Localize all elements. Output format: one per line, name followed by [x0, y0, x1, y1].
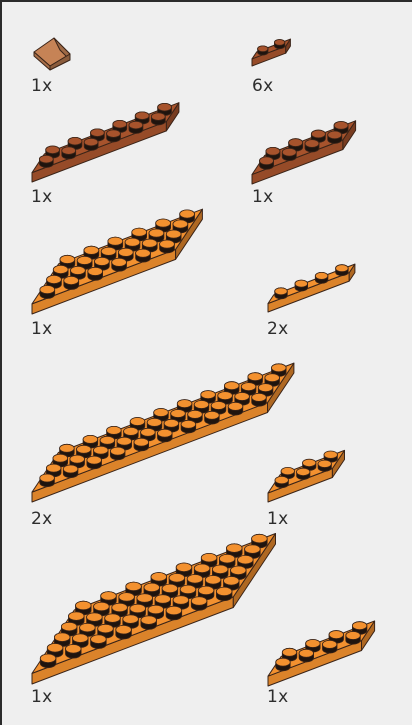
part-quantity: 1x [31, 76, 52, 96]
stud [252, 393, 267, 406]
stud [299, 649, 314, 662]
stud [62, 147, 76, 159]
stud [91, 635, 107, 649]
stud [64, 276, 79, 289]
stud [84, 138, 98, 150]
part-quantity: 6x [252, 76, 273, 96]
slope-body [34, 38, 70, 70]
stud [63, 465, 78, 478]
stud [88, 267, 103, 280]
stud [129, 121, 143, 133]
plate-body [268, 450, 345, 502]
part-image-plate [30, 94, 200, 184]
stud [40, 654, 56, 668]
stud [136, 249, 151, 262]
part-image-plate [250, 112, 376, 186]
part-image-plate [266, 442, 368, 504]
stud [282, 148, 296, 160]
stud [40, 474, 55, 487]
part-image-plate [266, 256, 376, 314]
part-image-plate [250, 32, 316, 68]
stud [346, 631, 361, 644]
stud [141, 616, 157, 630]
stud [305, 140, 319, 152]
plate-body [32, 209, 202, 314]
stud [166, 606, 182, 620]
stud [295, 280, 308, 291]
stud [297, 468, 310, 479]
stud [276, 658, 291, 671]
plate-body [32, 534, 276, 685]
part-image-plate [30, 200, 230, 316]
plate-body [252, 39, 290, 66]
stud [323, 640, 338, 653]
stud [66, 645, 82, 659]
part-quantity: 1x [252, 187, 273, 207]
stud [158, 429, 173, 442]
stud [40, 286, 55, 299]
stud [107, 130, 121, 142]
part-quantity: 1x [31, 687, 52, 707]
stud [216, 587, 232, 601]
stud [191, 597, 207, 611]
stud [274, 40, 284, 49]
stud [181, 420, 196, 433]
stud [258, 46, 268, 55]
stud [318, 460, 331, 471]
part-quantity: 1x [267, 687, 288, 707]
part-image-slope [32, 34, 72, 68]
stud [87, 456, 102, 469]
part-image-plate [30, 524, 304, 686]
stud [116, 625, 132, 639]
plate-body [252, 121, 356, 184]
stud [228, 402, 243, 415]
stud [134, 438, 149, 451]
stud [112, 258, 127, 271]
stud [336, 265, 349, 276]
stud [315, 272, 328, 283]
part-quantity: 2x [267, 319, 288, 339]
stud [39, 155, 53, 167]
stud [110, 447, 125, 460]
plate-body [268, 264, 355, 312]
part-quantity: 1x [31, 319, 52, 339]
stud [275, 476, 288, 487]
stud [151, 113, 165, 125]
part-image-plate [266, 612, 392, 688]
plate-body [268, 621, 375, 686]
stud [328, 131, 342, 143]
stud [160, 240, 175, 253]
stud [275, 288, 288, 299]
stud [260, 157, 274, 169]
plate-body [32, 103, 179, 182]
plate-body [32, 363, 294, 502]
stud [205, 411, 220, 424]
